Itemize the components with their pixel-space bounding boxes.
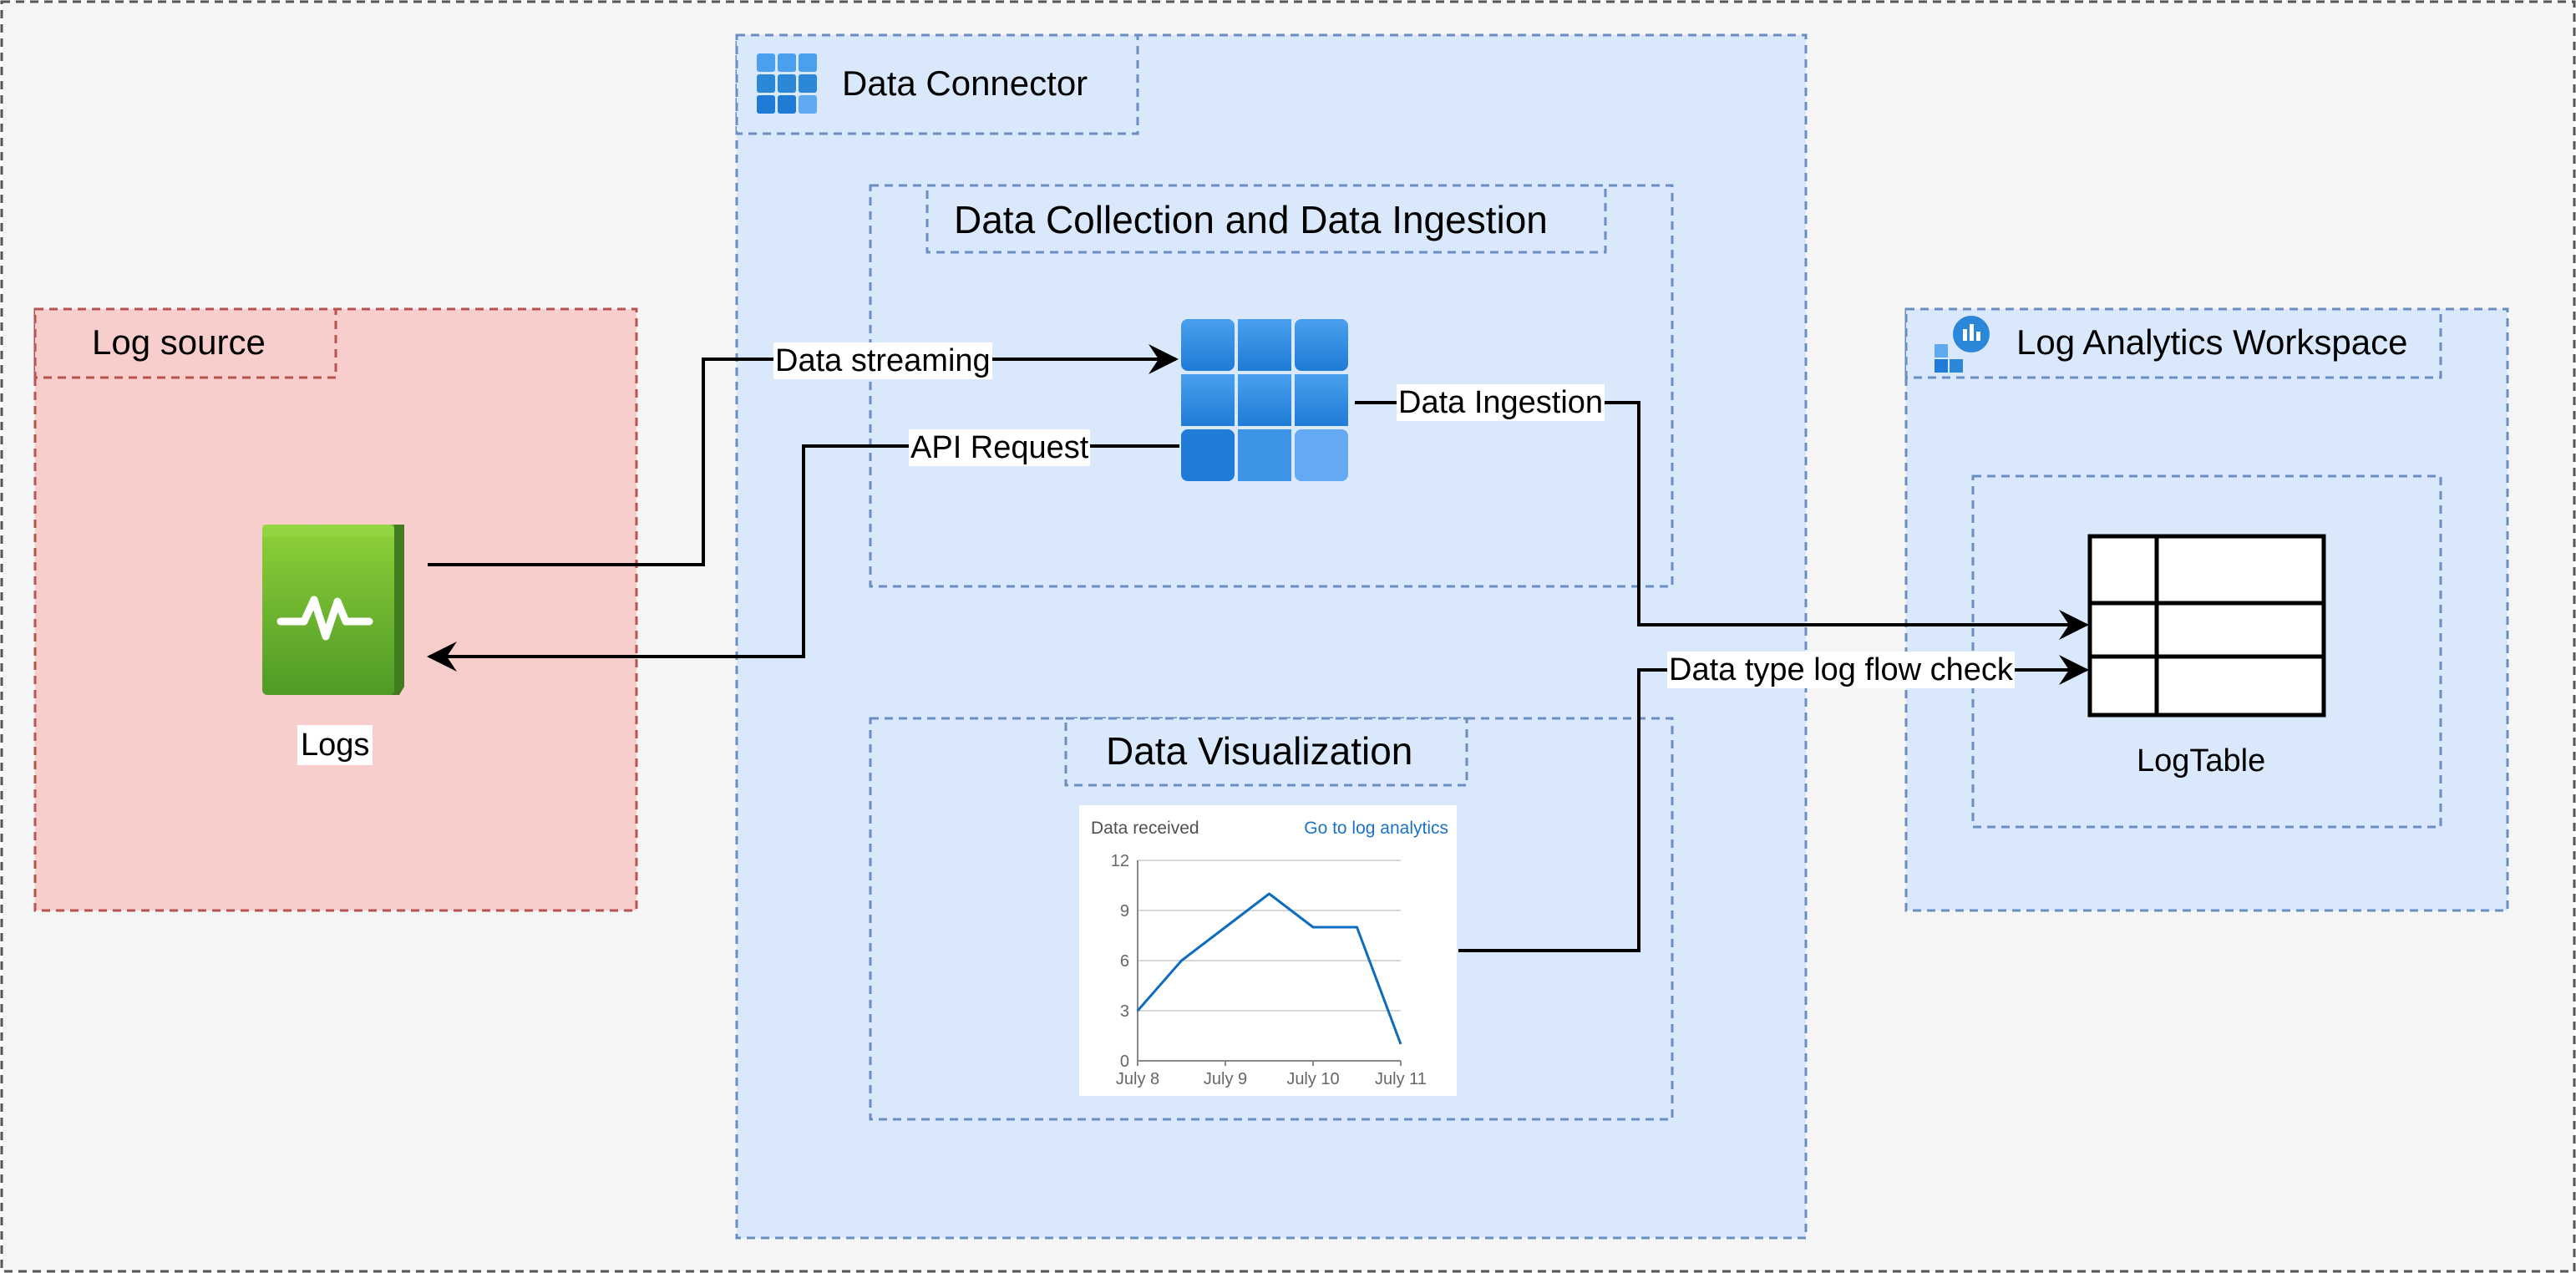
data-received-card: Data received Go to log analytics 0 3 6 9 12… — [1079, 805, 1457, 1096]
chart-card-title: Data received — [1091, 819, 1199, 838]
edge-label-data-ingestion: Data Ingestion — [1397, 384, 1605, 421]
log-source-title-box — [33, 307, 337, 379]
edge-label-data-streaming: Data streaming — [773, 342, 992, 379]
visualization-title-box — [1064, 717, 1468, 787]
visualization-title: Data Visualization — [1106, 729, 1413, 773]
log-analytics-icon — [1935, 316, 1990, 373]
chart-series-line — [1136, 892, 1402, 1045]
data-connector-icon — [1181, 319, 1348, 481]
log-table-label: LogTable — [2137, 743, 2266, 779]
workspace-title-box — [1904, 307, 2442, 379]
edge-label-api-request: API Request — [909, 429, 1091, 466]
grid-icon — [757, 53, 817, 114]
chart-y-tick-label: 0 — [1120, 1052, 1129, 1071]
go-to-log-analytics-link[interactable]: Go to log analytics — [1304, 819, 1448, 838]
chart-y-tick-label: 3 — [1120, 1002, 1129, 1021]
data-connector-title: Data Connector — [842, 63, 1088, 103]
chart-x-tick-label: July 8 — [1116, 1070, 1159, 1088]
chart-x-tick-label: July 11 — [1375, 1070, 1427, 1088]
collection-title: Data Collection and Data Ingestion — [954, 198, 1548, 241]
chart-y-tick-label: 9 — [1120, 902, 1129, 921]
health-book-icon — [262, 525, 404, 695]
chart-x-tick-label: July 10 — [1286, 1070, 1339, 1088]
chart-y-tick-label: 12 — [1111, 852, 1129, 870]
workspace-title: Log Analytics Workspace — [2016, 322, 2408, 362]
edge-label-flow-check: Data type log flow check — [1667, 652, 2015, 688]
logs-label: Logs — [297, 725, 373, 765]
log-source-title: Log source — [92, 322, 266, 362]
log-table-icon — [2087, 534, 2326, 718]
collection-title-box — [925, 184, 1607, 254]
chart-y-tick-label: 6 — [1120, 952, 1129, 971]
chart-x-tick-label: July 9 — [1204, 1070, 1247, 1088]
